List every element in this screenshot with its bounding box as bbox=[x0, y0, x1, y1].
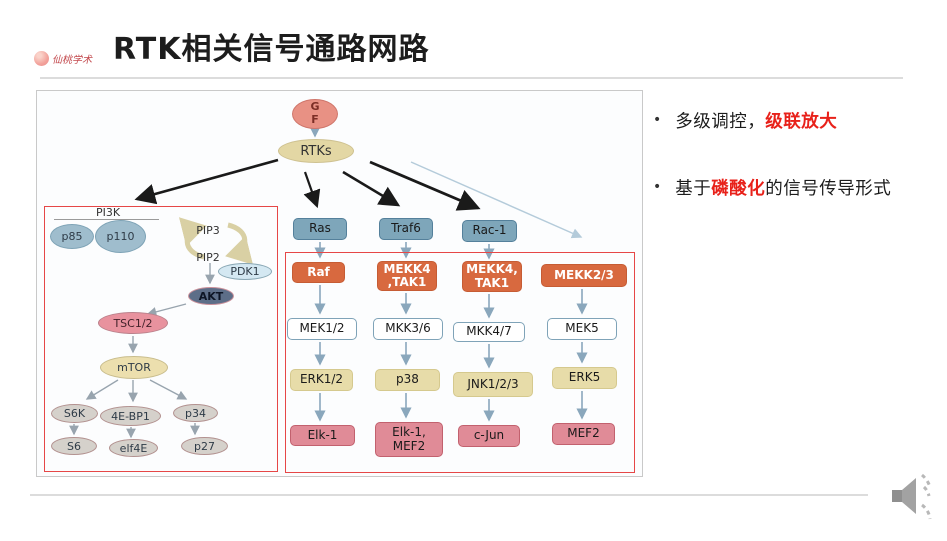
node-rac1: Rac-1 bbox=[462, 220, 517, 242]
node-erk1-2: ERK1/2 bbox=[290, 369, 353, 391]
node-p34: p34 bbox=[173, 404, 218, 422]
node-raf: Raf bbox=[292, 262, 345, 283]
node-traf6: Traf6 bbox=[379, 218, 433, 240]
node-mekk2-3: MEKK2/3 bbox=[541, 264, 627, 287]
bullet2-highlight: 磷酸化 bbox=[711, 179, 766, 199]
node-rtks: RTKs bbox=[278, 139, 354, 163]
node-elk1: Elk-1 bbox=[290, 425, 355, 446]
node-4e-bp1: 4E-BP1 bbox=[100, 406, 161, 426]
brand-name: 仙桃学术 bbox=[52, 54, 92, 66]
node-mek5: MEK5 bbox=[547, 318, 617, 340]
pi3k-group-frame bbox=[44, 206, 278, 472]
node-p38: p38 bbox=[375, 369, 440, 391]
bullet-dot: • bbox=[653, 179, 662, 195]
brand-logo: 仙桃学术 bbox=[34, 47, 104, 69]
mapk-cascade-frame bbox=[285, 252, 635, 473]
bullet-point-1: • 多级调控，级联放大 bbox=[653, 108, 943, 133]
node-erk5: ERK5 bbox=[552, 367, 617, 389]
label-pip2: PIP2 bbox=[196, 251, 220, 264]
node-mek1-2: MEK1/2 bbox=[287, 318, 357, 340]
bullet1-highlight: 级联放大 bbox=[765, 112, 838, 132]
bullet2-text: 基于 bbox=[675, 179, 712, 199]
node-p110: p110 bbox=[95, 220, 146, 253]
node-elk1-mef2: Elk-1, MEF2 bbox=[375, 422, 443, 457]
node-jnk1-2-3: JNK1/2/3 bbox=[453, 372, 533, 397]
node-mkk4-7: MKK4/7 bbox=[453, 322, 525, 342]
speaker-icon[interactable] bbox=[880, 473, 944, 523]
node-tsc1-2: TSC1/2 bbox=[98, 312, 168, 334]
node-ras: Ras bbox=[293, 218, 347, 240]
node-pdk1: PDK1 bbox=[218, 263, 272, 280]
node-mef2: MEF2 bbox=[552, 423, 615, 445]
node-growth-factor: G F bbox=[292, 99, 338, 129]
bullet2-suffix: 的信号传导形式 bbox=[765, 179, 892, 199]
node-s6: S6 bbox=[51, 437, 97, 455]
title-divider bbox=[40, 77, 903, 79]
node-p27: p27 bbox=[181, 437, 228, 455]
peach-logo-icon bbox=[34, 50, 49, 66]
pi3k-underline bbox=[54, 219, 159, 220]
node-mekk4-tak1-b: MEKK4, TAK1 bbox=[462, 261, 522, 292]
bullet-dot: • bbox=[653, 112, 662, 128]
node-mkk3-6: MKK3/6 bbox=[373, 318, 443, 340]
node-cjun: c-Jun bbox=[458, 425, 520, 447]
bullet-point-2: • 基于磷酸化的信号传导形式 bbox=[653, 175, 943, 200]
label-pip3: PIP3 bbox=[196, 224, 220, 237]
node-mtor: mTOR bbox=[100, 356, 168, 379]
node-p85: p85 bbox=[50, 224, 94, 249]
slide-title: RTK相关信号通路网路 bbox=[113, 32, 430, 67]
footer-divider bbox=[30, 494, 868, 496]
pi3k-label: PI3K bbox=[95, 206, 121, 219]
bullet1-text: 多级调控， bbox=[675, 112, 766, 132]
node-mekk4-tak1-a: MEKK4 ,TAK1 bbox=[377, 261, 437, 291]
node-akt: AKT bbox=[188, 287, 234, 305]
node-s6k: S6K bbox=[51, 404, 98, 423]
node-elf4e: elf4E bbox=[109, 439, 158, 457]
